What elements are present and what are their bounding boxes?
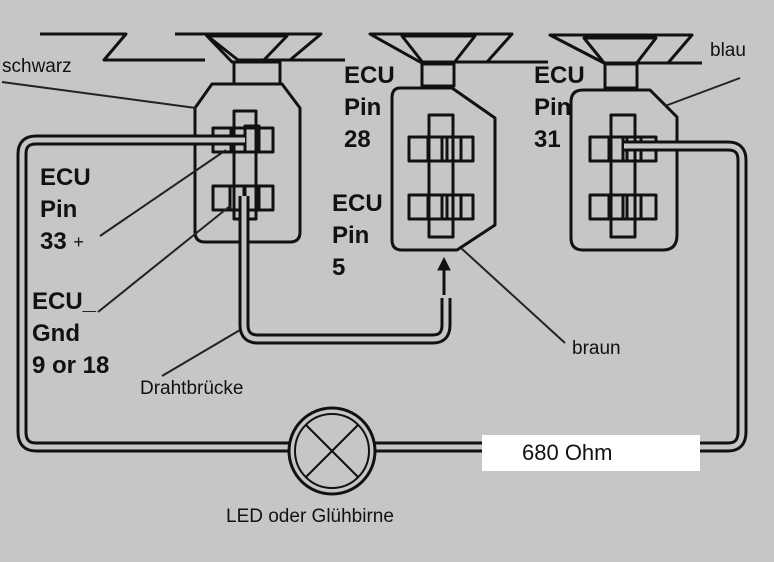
connector-body-mid [390,86,497,252]
neck-right [603,62,639,90]
leader-bridge [161,329,241,377]
funnel-right-inner [582,36,658,66]
neck-mid [420,62,456,88]
label-lamp: LED oder Glühbirne [226,506,394,527]
arrow-icon [437,256,451,295]
top-rail [40,32,205,62]
neck-left [232,60,282,86]
leader-gnd [97,205,231,313]
terminals-mid [407,113,475,239]
leader-blau [664,77,741,107]
leader-braun [460,247,566,344]
funnel-left-inner [205,34,289,64]
label-braun: braun [572,338,621,359]
plus-marker: + [73,232,84,252]
label-blau: blau [710,40,746,61]
label-gnd: ECU_ Gnd 9 or 18 [32,288,110,379]
label-pin28: ECU Pin 28 [344,62,395,153]
label-pin31: ECU Pin 31 [534,62,585,153]
funnel-mid-inner [400,34,477,66]
leader-schwarz [1,81,197,109]
resistor: 680 Ohm [482,435,700,471]
label-pin33: ECU Pin 33 + [40,164,91,255]
label-drahtbruecke: Drahtbrücke [140,378,244,399]
connector-body-right [569,88,679,252]
funnel-left-outer [175,32,323,62]
resistor-label: 680 Ohm [522,440,613,465]
lamp-icon [287,406,377,496]
label-pin5: ECU Pin 5 [332,190,383,281]
leader-pin33 [99,149,227,237]
funnel-mid-outer [368,32,514,64]
terminals-right [588,113,658,239]
label-schwarz: schwarz [2,56,72,77]
